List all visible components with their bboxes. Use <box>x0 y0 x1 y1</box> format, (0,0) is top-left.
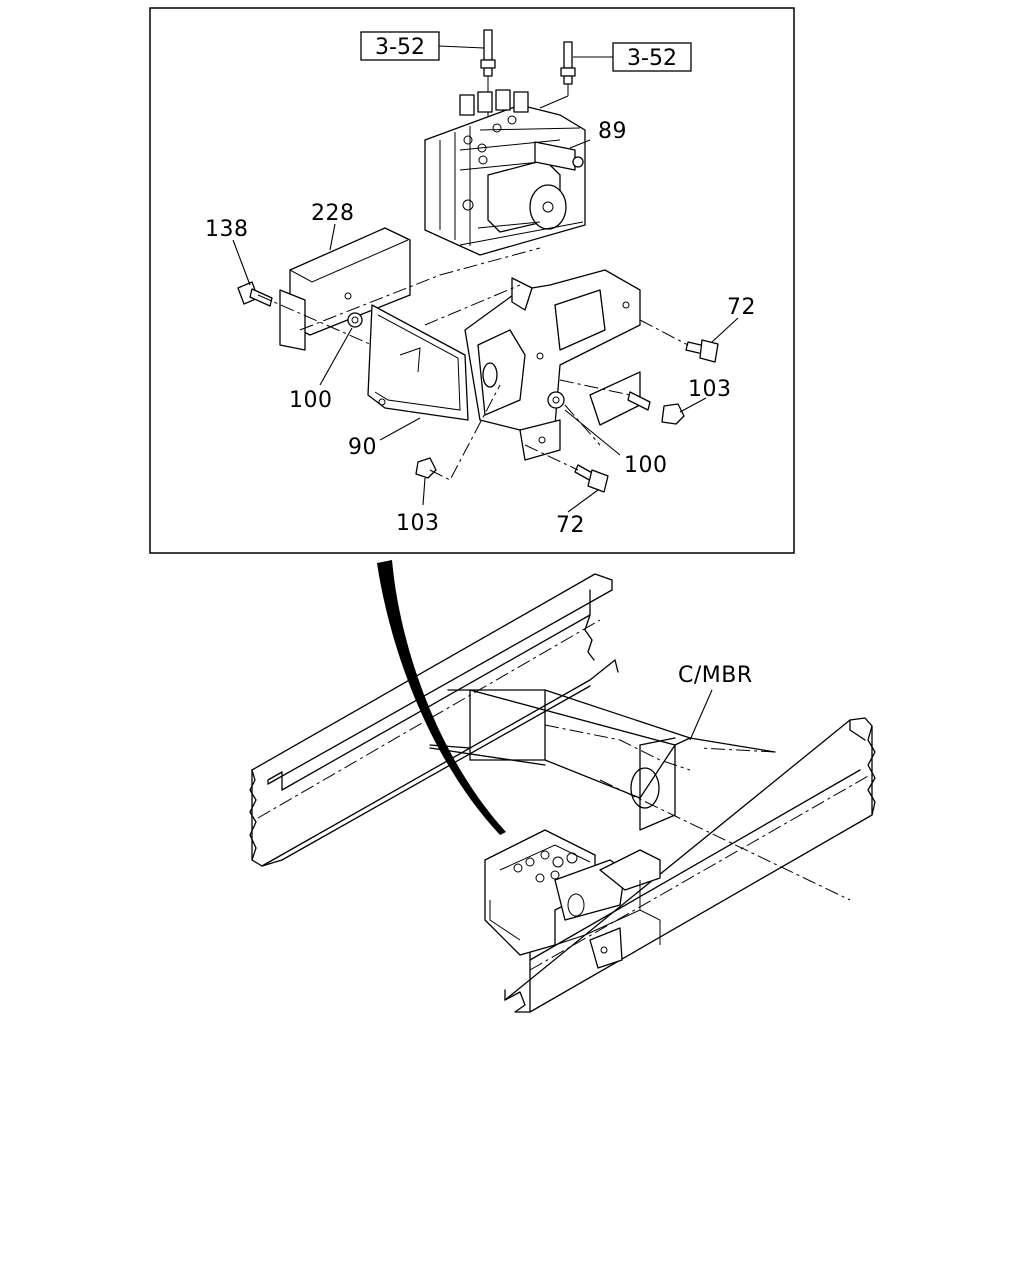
callout-100-left: 100 <box>289 388 333 413</box>
reference-label-right: 3-52 <box>627 46 677 71</box>
reference-box-right[interactable]: 3-52 <box>612 42 692 72</box>
callout-cmbr: C/MBR <box>678 663 753 688</box>
stud-right <box>539 41 576 109</box>
reference-box-left[interactable]: 3-52 <box>360 31 440 61</box>
nut-100-left[interactable] <box>347 312 363 328</box>
bolt-103-right[interactable] <box>627 391 651 411</box>
vehicle-frame <box>249 573 876 1013</box>
abs-hydraulic-unit[interactable] <box>424 89 586 256</box>
callout-138: 138 <box>205 217 249 242</box>
callout-103-bottom: 103 <box>396 511 440 536</box>
callout-72-top: 72 <box>727 295 756 320</box>
callout-103-right: 103 <box>688 377 732 402</box>
location-arrow <box>377 560 506 835</box>
nut-100-right[interactable] <box>547 391 565 409</box>
bracket-90[interactable] <box>367 304 469 421</box>
callout-228: 228 <box>311 201 355 226</box>
bolt-72-top[interactable] <box>685 339 719 363</box>
bolt-138[interactable] <box>237 281 273 307</box>
stud-left <box>480 29 496 120</box>
detail-frame <box>149 7 795 554</box>
nut-103-right[interactable] <box>661 403 685 425</box>
cover-plate-228[interactable] <box>279 227 411 351</box>
callout-89: 89 <box>598 119 627 144</box>
callout-100-right: 100 <box>624 453 668 478</box>
reference-label-left: 3-52 <box>375 35 425 60</box>
callout-90: 90 <box>348 435 377 460</box>
nut-103-bottom[interactable] <box>415 457 437 479</box>
bolt-72-bottom[interactable] <box>574 464 609 493</box>
callout-72-bottom: 72 <box>556 513 585 538</box>
mount-bracket[interactable] <box>464 269 641 461</box>
